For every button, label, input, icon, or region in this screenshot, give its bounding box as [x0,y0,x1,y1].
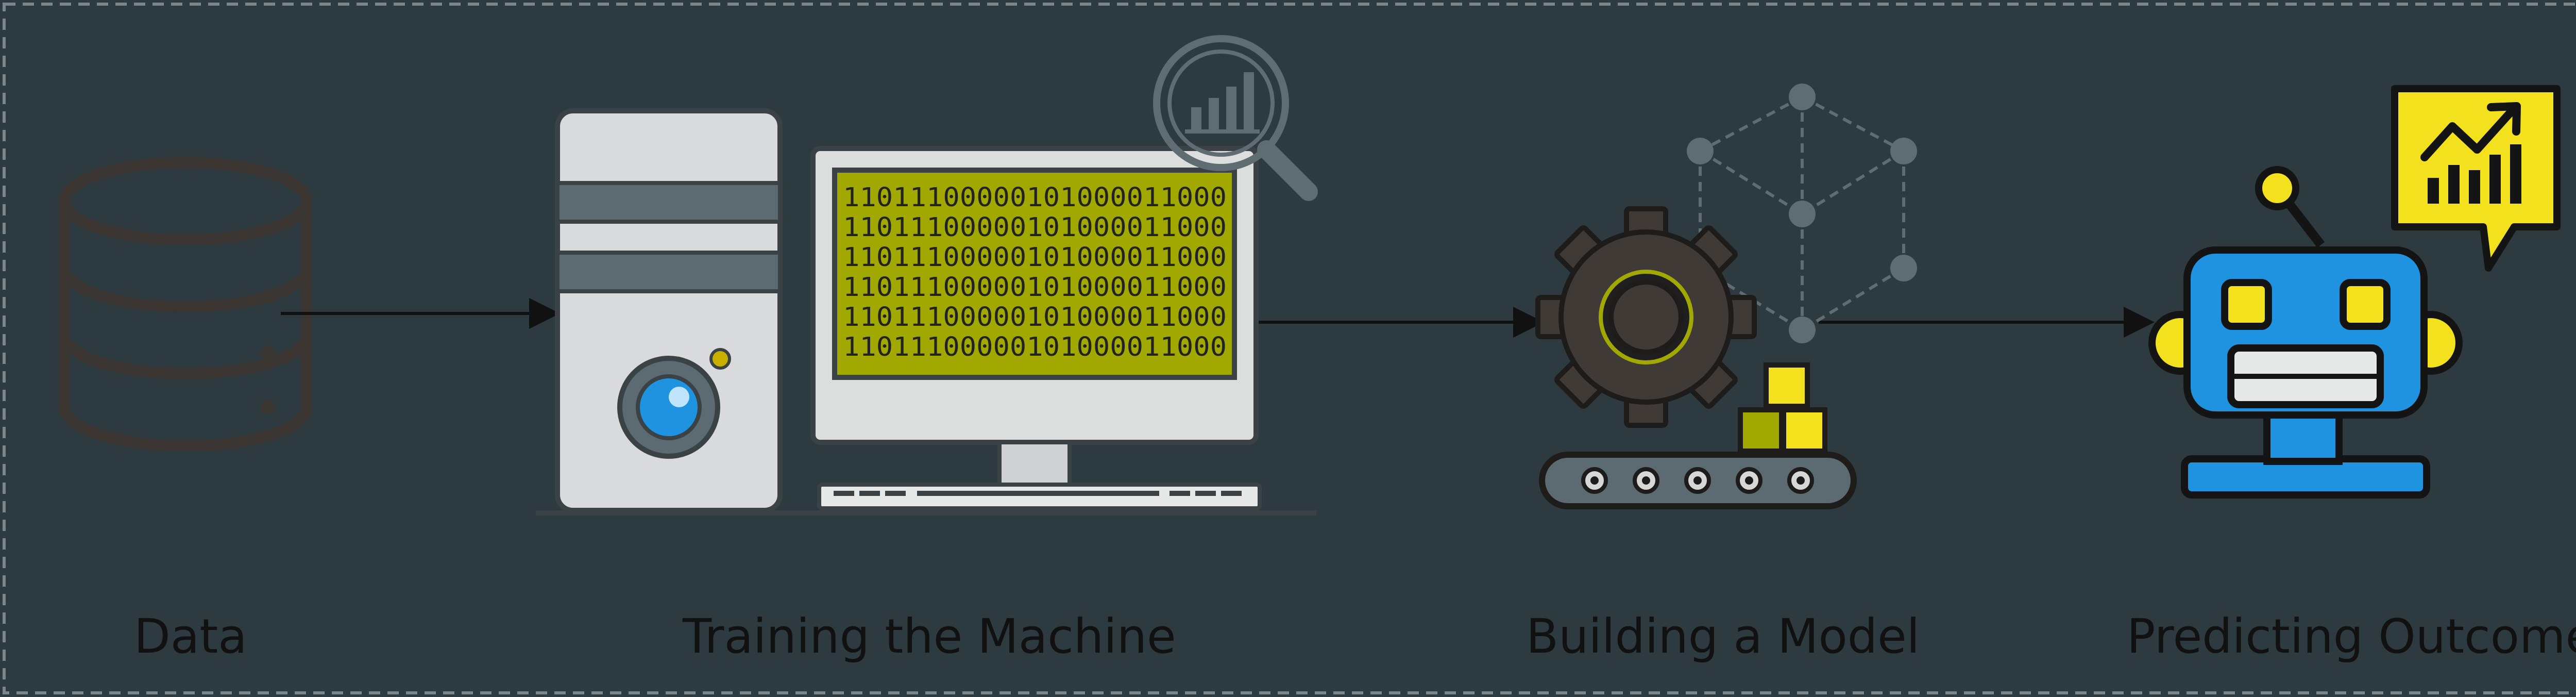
magnifier-chart-icon [1153,35,1318,201]
monitor-icon: 1101110000010100001100011011100000101000… [810,146,1262,510]
binary-code-line: 11011100000101000011000 [843,302,1227,333]
step-label-prediction: Predicting Outcome [2127,609,2576,664]
flow-arrows [281,298,2155,338]
binary-code-text: 1101110000010100001100011011100000101000… [843,182,1227,362]
dashed-frame [3,3,2576,694]
binary-code-line: 11011100000101000011000 [843,212,1227,243]
binary-code-line: 11011100000101000011000 [843,332,1227,362]
conveyor-icon [1539,452,1857,509]
chart-bubble-icon [2391,85,2561,272]
boxes-icon [1738,362,1827,454]
step-label-data: Data [134,609,247,664]
binary-code-line: 11011100000101000011000 [843,242,1227,273]
robot-icon [2148,166,2463,499]
binary-code-line: 11011100000101000011000 [843,182,1227,213]
step-label-training: Training the Machine [683,609,1176,664]
step-label-model: Building a Model [1526,609,1920,664]
database-icon [59,157,312,452]
monitor-screen [832,168,1237,380]
binary-code-line: 11011100000101000011000 [843,272,1227,303]
computer-tower-icon [536,108,1316,516]
gear-icon [1535,206,1757,428]
